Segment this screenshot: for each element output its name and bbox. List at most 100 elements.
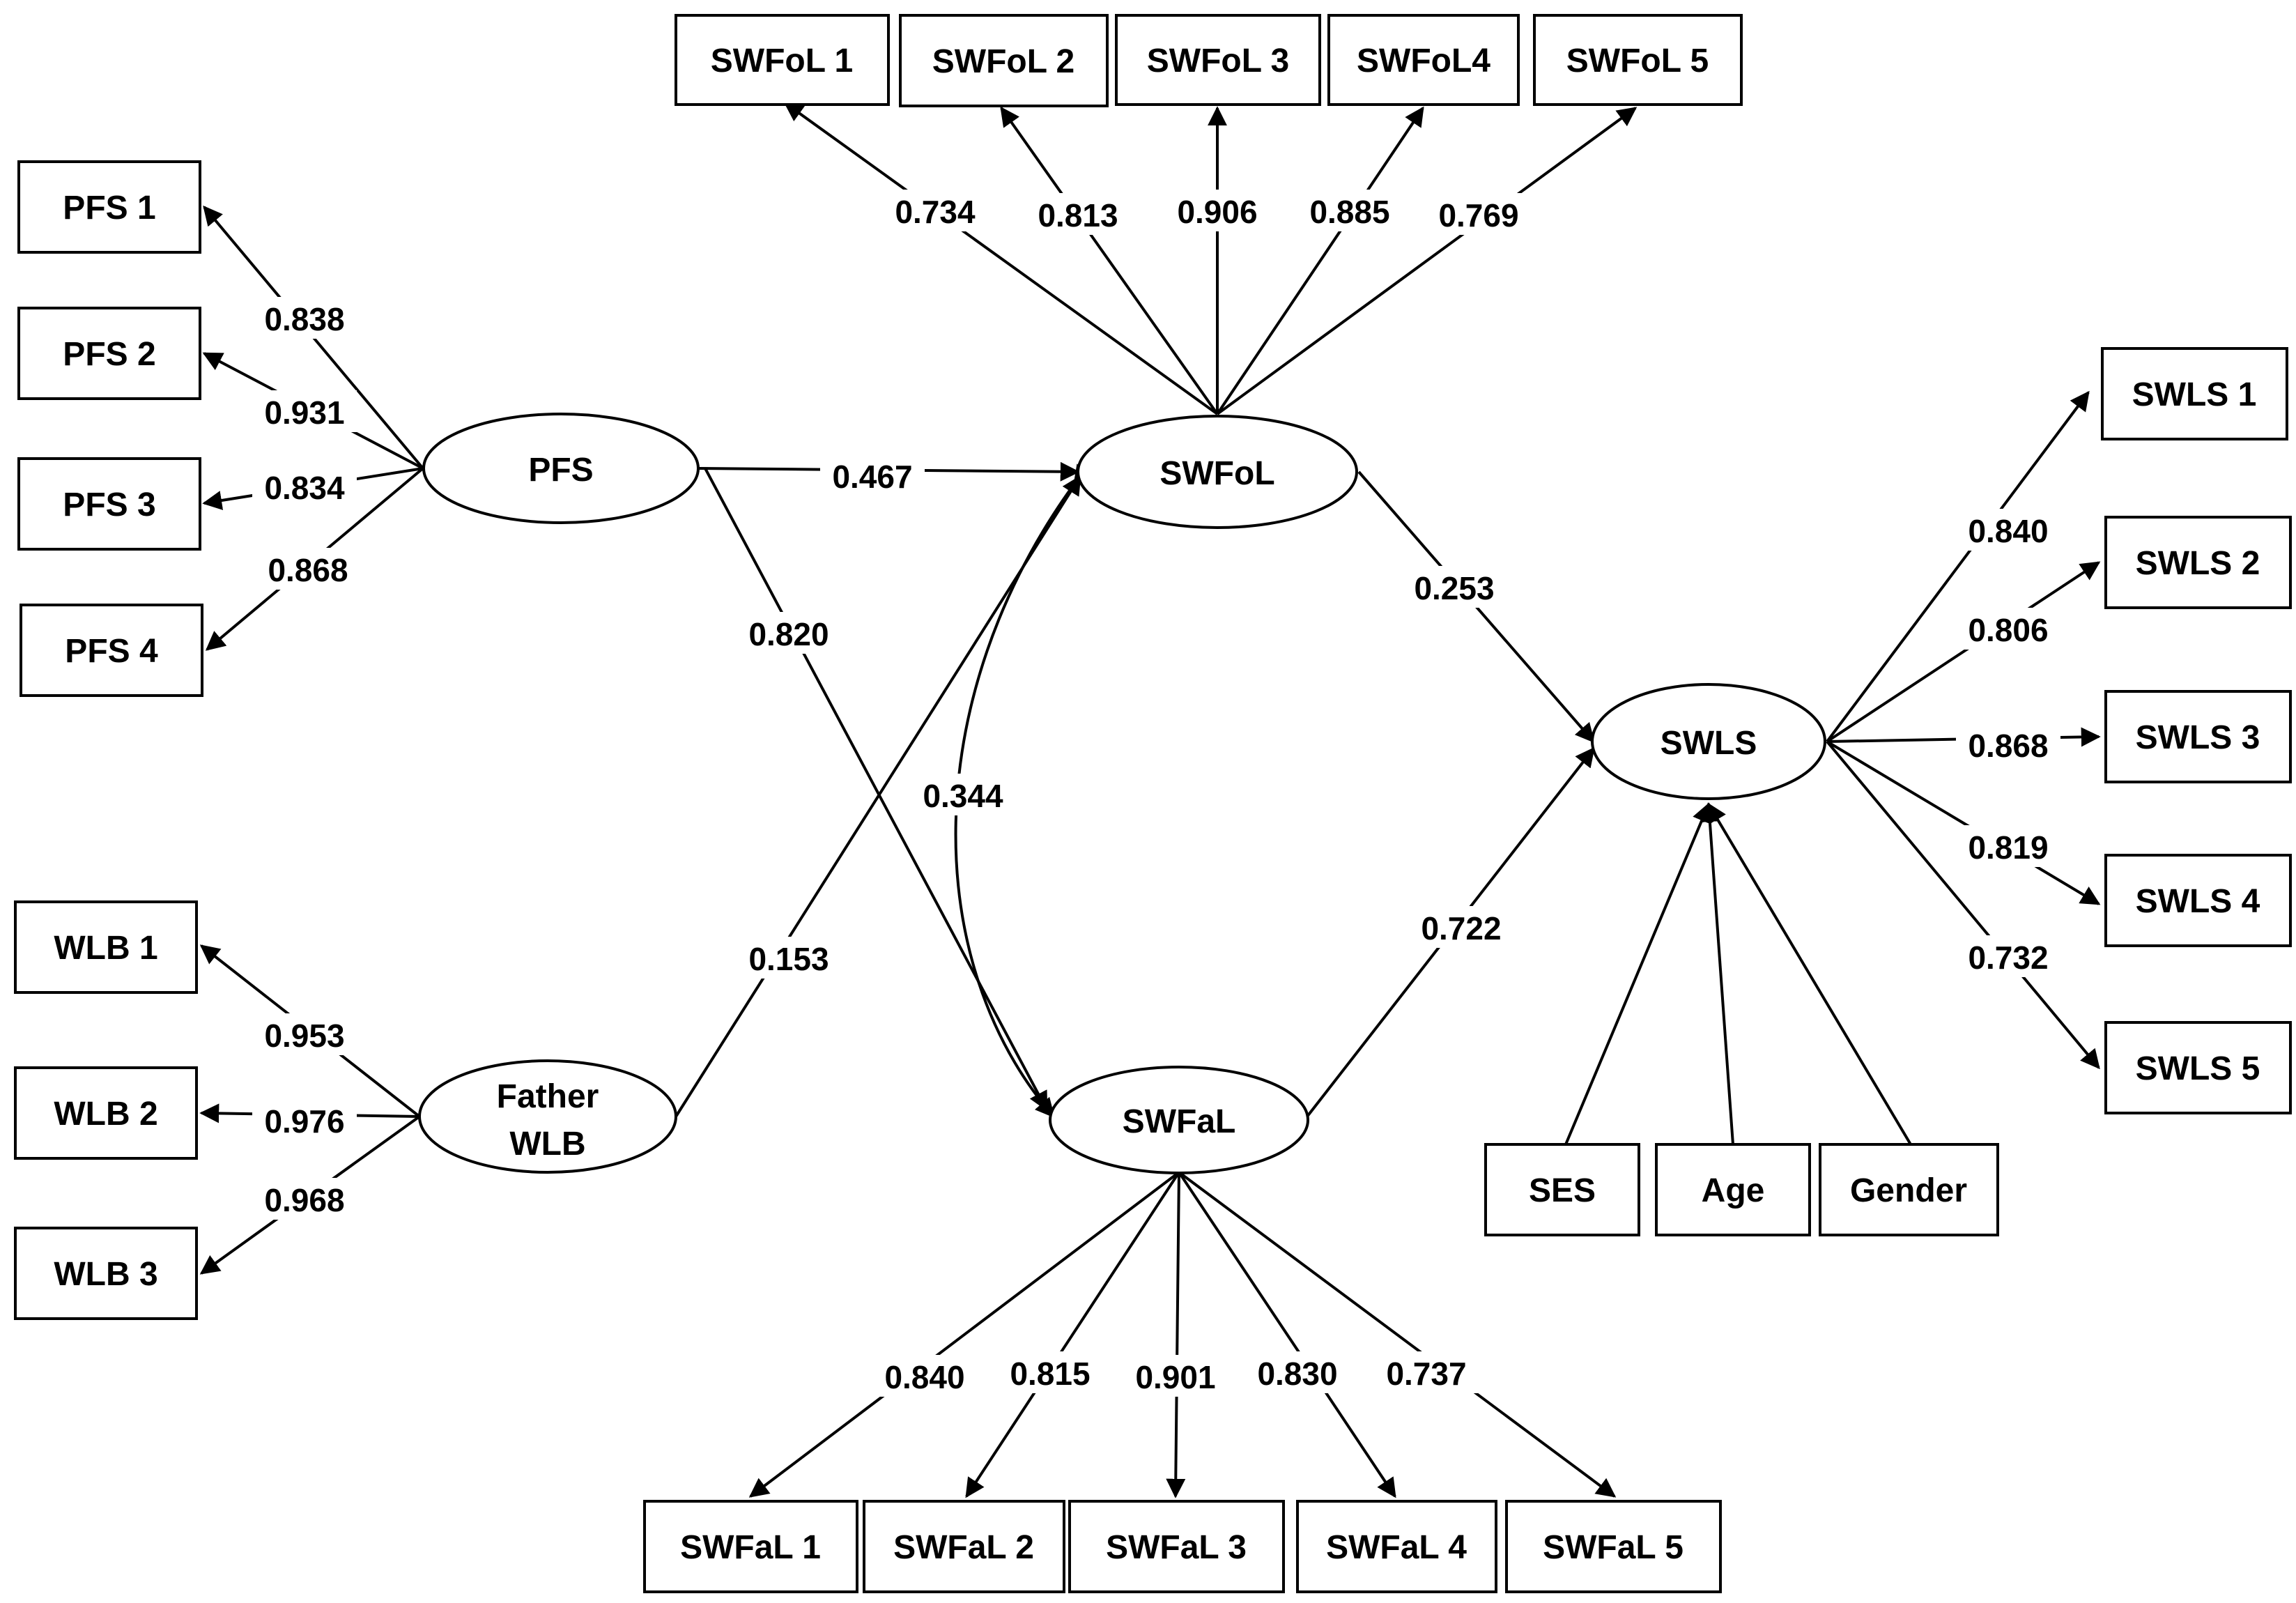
edge-swfol-5 [1216, 107, 1638, 415]
node-swfol3: SWFoL 3 [1115, 14, 1321, 106]
node-wlb1: WLB 1 [14, 900, 198, 994]
coef-swls-4: 0.819 [1968, 829, 2048, 866]
node-pfs2: PFS 2 [17, 307, 201, 400]
edge-swls-4 [1826, 740, 2101, 905]
node-pfs-latent-label: PFS [528, 452, 593, 489]
node-ses: SES [1484, 1143, 1640, 1236]
node-father-wlb-latent: Father WLB [418, 1059, 677, 1174]
node-swfal-latent: SWFaL [1049, 1066, 1309, 1174]
edge-swfal-4 [1178, 1171, 1396, 1498]
coef-wlb-wlb2: 0.976 [264, 1103, 344, 1140]
node-swls-latent-label: SWLS [1661, 725, 1757, 762]
node-swfal4: SWFaL 4 [1296, 1500, 1497, 1593]
node-wlb2: WLB 2 [14, 1066, 198, 1160]
edge-swfol-2 [1000, 106, 1219, 415]
node-swfal1-label: SWFaL 1 [680, 1529, 821, 1566]
node-wlb3: WLB 3 [14, 1227, 198, 1320]
node-swfal3-label: SWFaL 3 [1106, 1529, 1247, 1566]
node-swfal4-label: SWFaL 4 [1326, 1529, 1467, 1566]
edge-age-swls [1700, 802, 1734, 1145]
node-swfol4: SWFoL4 [1327, 14, 1520, 106]
node-swfal3: SWFaL 3 [1068, 1500, 1285, 1593]
node-father-wlb-line2: WLB [509, 1126, 585, 1163]
node-swls3-label: SWLS 3 [2136, 719, 2260, 756]
coefficient-labels: 0.838 0.931 0.834 0.868 0.953 0.976 0.96… [252, 190, 2060, 1397]
node-ses-label: SES [1529, 1172, 1596, 1209]
node-swls5: SWLS 5 [2104, 1021, 2292, 1114]
node-swfol2: SWFoL 2 [899, 14, 1109, 107]
coef-wlb-wlb1: 0.953 [264, 1018, 344, 1054]
edge-pfs-swfal [704, 468, 1048, 1112]
node-swfol3-label: SWFoL 3 [1147, 43, 1289, 79]
node-wlb2-label: WLB 2 [54, 1096, 157, 1133]
node-swfal5: SWFaL 5 [1505, 1500, 1722, 1593]
node-swfol1-label: SWFoL 1 [711, 43, 853, 79]
edge-swfal-1 [748, 1171, 1180, 1498]
node-swfol4-label: SWFoL4 [1357, 43, 1490, 79]
node-swls5-label: SWLS 5 [2136, 1050, 2260, 1087]
coef-swfal-3: 0.901 [1135, 1359, 1215, 1395]
coef-swfal-swls: 0.722 [1421, 910, 1501, 946]
node-pfs-latent: PFS [422, 413, 700, 524]
node-pfs3: PFS 3 [17, 457, 201, 551]
edge-swfol-4 [1216, 106, 1424, 415]
coef-swfol-swfal: 0.344 [923, 778, 1003, 814]
node-swfal-latent-label: SWFaL [1123, 1103, 1236, 1140]
node-swfol1: SWFoL 1 [675, 14, 890, 106]
coef-pfs-pfs2: 0.931 [264, 394, 344, 431]
node-swfal2: SWFaL 2 [863, 1500, 1065, 1593]
node-age-label: Age [1702, 1172, 1765, 1209]
node-swls2: SWLS 2 [2104, 516, 2292, 609]
edge-swls-1 [1826, 390, 2090, 743]
node-pfs4: PFS 4 [20, 604, 203, 697]
coef-swfal-2: 0.815 [1010, 1356, 1090, 1392]
node-pfs1-label: PFS 1 [63, 190, 155, 227]
edge-swfal-5 [1178, 1171, 1617, 1498]
coef-pfs-swfol: 0.467 [832, 459, 912, 495]
coef-wlb-wlb3: 0.968 [264, 1182, 344, 1218]
coef-pfs-pfs3: 0.834 [264, 470, 345, 506]
node-swls1: SWLS 1 [2101, 347, 2288, 440]
edge-ses-swls [1564, 802, 1711, 1145]
node-swfal5-label: SWFaL 5 [1543, 1529, 1684, 1566]
coef-swfal-1: 0.840 [884, 1359, 964, 1395]
node-age: Age [1655, 1143, 1811, 1236]
edge-gender-swls [1707, 802, 1912, 1146]
coef-swfal-4: 0.830 [1257, 1356, 1337, 1392]
edge-swls-2 [1826, 561, 2101, 743]
coef-swls-1: 0.840 [1968, 513, 2048, 549]
node-father-wlb-line1: Father [497, 1078, 599, 1115]
node-swfol-latent: SWFoL [1077, 415, 1358, 529]
node-gender-label: Gender [1850, 1172, 1967, 1209]
node-swls1-label: SWLS 1 [2132, 376, 2257, 413]
node-swfal1: SWFaL 1 [643, 1500, 858, 1593]
edge-swfol-1 [783, 102, 1219, 415]
edge-swfol-swfal-covariance [954, 463, 1093, 1119]
coef-pfs-pfs4: 0.868 [268, 552, 348, 588]
node-wlb3-label: WLB 3 [54, 1256, 157, 1293]
node-pfs3-label: PFS 3 [63, 486, 155, 523]
coef-pfs-pfs1: 0.838 [264, 301, 344, 337]
node-pfs1: PFS 1 [17, 160, 201, 254]
node-swfol-latent-label: SWFoL [1159, 455, 1274, 492]
coef-swfol-4: 0.885 [1309, 194, 1389, 230]
edge-swls-5 [1826, 740, 2100, 1070]
coef-swls-5: 0.732 [1968, 939, 2048, 976]
coef-pfs-swfal: 0.820 [748, 616, 829, 652]
coef-swfol-5: 0.769 [1438, 197, 1518, 233]
node-swls4-label: SWLS 4 [2136, 883, 2260, 920]
coef-swls-2: 0.806 [1968, 612, 2048, 648]
coef-swfal-5: 0.737 [1386, 1356, 1466, 1392]
node-swfal2-label: SWFaL 2 [893, 1529, 1034, 1566]
coef-swfol-2: 0.813 [1038, 197, 1118, 233]
node-pfs2-label: PFS 2 [63, 336, 155, 373]
coef-swfol-swls: 0.253 [1414, 570, 1494, 606]
node-swls3: SWLS 3 [2104, 690, 2292, 783]
coef-wlb-swfol: 0.153 [748, 941, 829, 977]
coef-swls-3: 0.868 [1968, 728, 2048, 764]
node-gender: Gender [1819, 1143, 1999, 1236]
coef-swfol-3: 0.906 [1177, 194, 1257, 230]
edge-swfal-3 [1166, 1172, 1186, 1498]
node-swfol5-label: SWFoL 5 [1566, 43, 1709, 79]
